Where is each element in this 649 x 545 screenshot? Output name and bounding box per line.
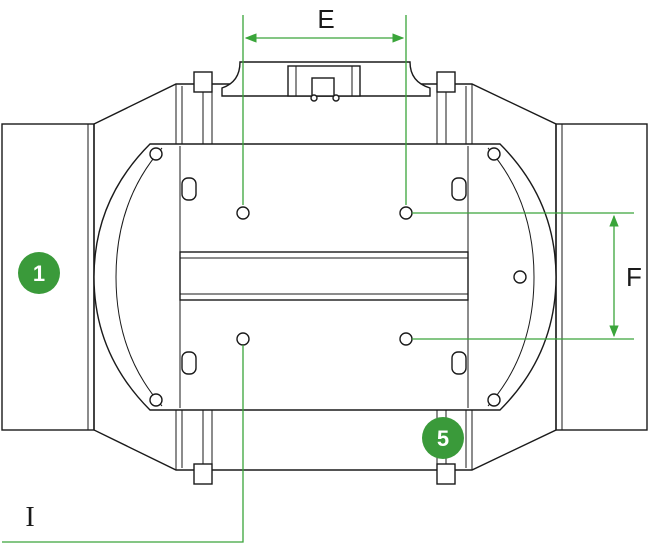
part-badge-1: 1 bbox=[18, 252, 60, 294]
dimension-e-label: E bbox=[317, 4, 334, 34]
mounting-plate bbox=[93, 143, 557, 411]
dimension-i-label: I bbox=[25, 502, 34, 533]
mounting-hole bbox=[399, 206, 413, 220]
mounting-hole bbox=[236, 332, 250, 346]
part-badge-1-text: 1 bbox=[33, 261, 45, 286]
part-badge-5-text: 5 bbox=[437, 426, 449, 451]
dimension-f-label: F bbox=[626, 262, 642, 292]
dimension-e: E bbox=[242, 4, 407, 205]
terminal-box bbox=[221, 61, 431, 102]
bottom-clamps bbox=[193, 410, 456, 485]
mounting-hole bbox=[399, 332, 413, 346]
dimension-f: F bbox=[412, 212, 642, 340]
top-clamps bbox=[193, 71, 456, 150]
part-badge-5: 5 bbox=[422, 417, 464, 459]
mounting-hole bbox=[236, 206, 250, 220]
right-duct-collar bbox=[555, 123, 648, 431]
dimension-i: I bbox=[2, 345, 244, 543]
